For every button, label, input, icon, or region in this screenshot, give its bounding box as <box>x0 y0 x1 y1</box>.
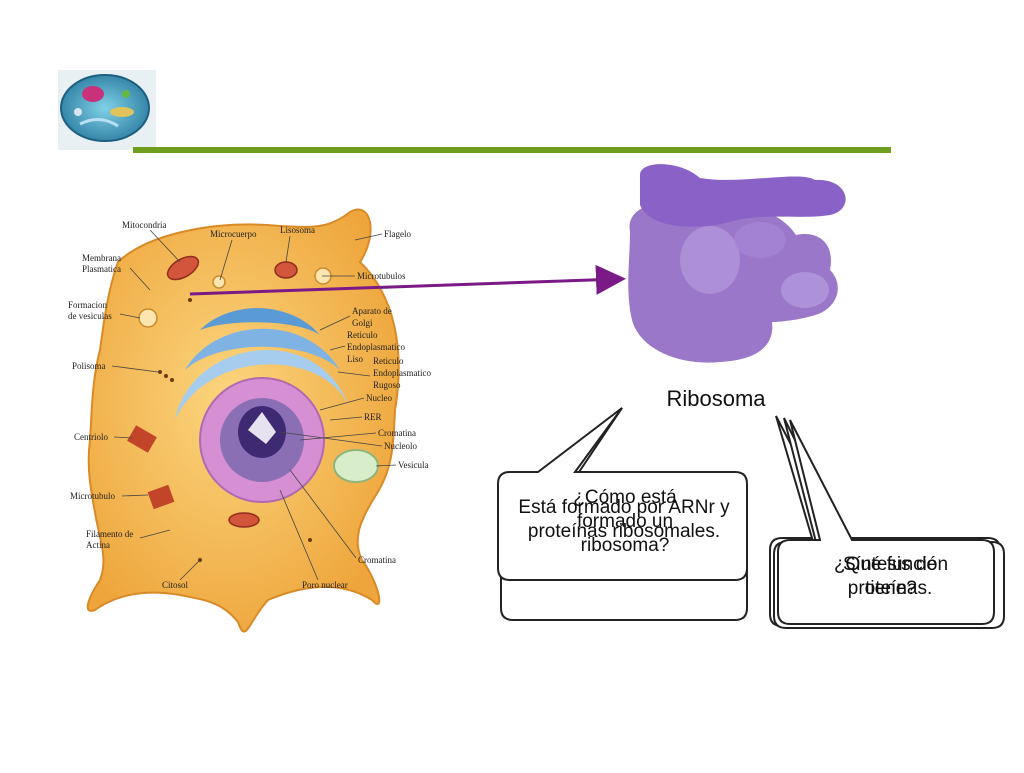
cell-label-plasmatica: Plasmatica <box>82 264 121 274</box>
cell-label-endoplasmatico-2: Endoplasmatico <box>373 368 431 378</box>
cell-label-poro-nuclear: Poro nuclear <box>302 580 348 590</box>
cell-label-flagelo: Flagelo <box>384 229 411 239</box>
cell-label-golgi: Golgi <box>352 318 373 328</box>
cell-label-microtubulo: Microtubulo <box>70 491 115 501</box>
cell-label-filamento: Filamento de <box>86 529 133 539</box>
cell-label-reticulo-2: Reticulo <box>373 356 404 366</box>
cell-label-reticulo-1: Reticulo <box>347 330 378 340</box>
cell-label-microtubulos: Microtubulos <box>357 271 406 281</box>
right-callout-question-text: ¿Qué función tiene? <box>833 554 949 599</box>
cell-label-rer: RER <box>364 412 382 422</box>
left-callout-shapes <box>497 407 748 621</box>
cell-label-nucleolo: Nucleolo <box>384 441 417 451</box>
cell-label-polisoma: Polisoma <box>72 361 106 371</box>
header-accent-bar <box>133 147 891 153</box>
cell-label-vesicula: Vesicula <box>398 460 429 470</box>
cell-label-cromatina-bottom: Cromatina <box>358 555 396 565</box>
cell-label-lisosoma: Lisosoma <box>280 225 315 235</box>
ribosome-title: Ribosoma <box>666 386 766 411</box>
cell-label-membrana: Membrana <box>82 253 121 263</box>
cell-label-aparato-de: Aparato de <box>352 306 392 316</box>
pointer-arrow <box>189 264 626 296</box>
cell-label-nucleo: Nucleo <box>366 393 392 403</box>
cell-label-formacion: Formacion <box>68 300 107 310</box>
animal-cell-illustration: Mitocondria Membrana Plasmatica Formacio… <box>68 208 431 633</box>
header-cell-thumbnail <box>58 70 156 150</box>
cell-label-actina: Actina <box>86 540 110 550</box>
cell-label-rugoso: Rugoso <box>373 380 401 390</box>
right-callout-shapes <box>769 415 1005 629</box>
cell-label-mitocondria: Mitocondria <box>122 220 167 230</box>
left-callout-answer-text: Está formado por ARNr y proteínas riboso… <box>518 497 730 542</box>
cell-label-microcuerpo: Microcuerpo <box>210 229 257 239</box>
right-callout-answer-text: Síntesis de proteínas. <box>843 554 937 599</box>
left-callout-question-text: ¿Cómo está formado un ribosoma? <box>573 487 677 556</box>
cell-label-citosol: Citosol <box>162 580 189 590</box>
cell-label-cromatina: Cromatina <box>378 428 416 438</box>
cell-label-centriolo: Centriolo <box>74 432 108 442</box>
cell-label-liso: Liso <box>347 354 364 364</box>
ribosome-illustration <box>626 155 856 383</box>
cell-label-de-vesiculas: de vesiculas <box>68 311 112 321</box>
cell-label-endoplasmatico-1: Endoplasmatico <box>347 342 405 352</box>
